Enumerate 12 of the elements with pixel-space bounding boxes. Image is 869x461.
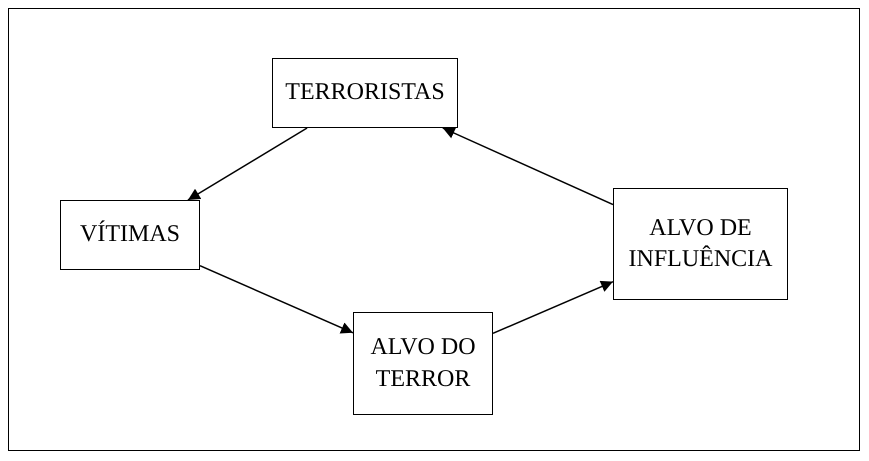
arrow	[492, 280, 614, 334]
process-box	[60, 200, 200, 270]
arrow	[200, 265, 354, 334]
process-box	[353, 312, 493, 415]
box-label: ALVO DE INFLUÊNCIA	[628, 214, 774, 274]
box-label: VÍTIMAS	[80, 219, 180, 250]
arrow	[188, 127, 308, 201]
box-label: ALVO DO TERROR	[369, 333, 477, 394]
arrow	[442, 127, 614, 206]
box-label: TERRORISTAS	[285, 78, 445, 108]
process-box	[272, 58, 458, 128]
process-box	[613, 188, 788, 300]
